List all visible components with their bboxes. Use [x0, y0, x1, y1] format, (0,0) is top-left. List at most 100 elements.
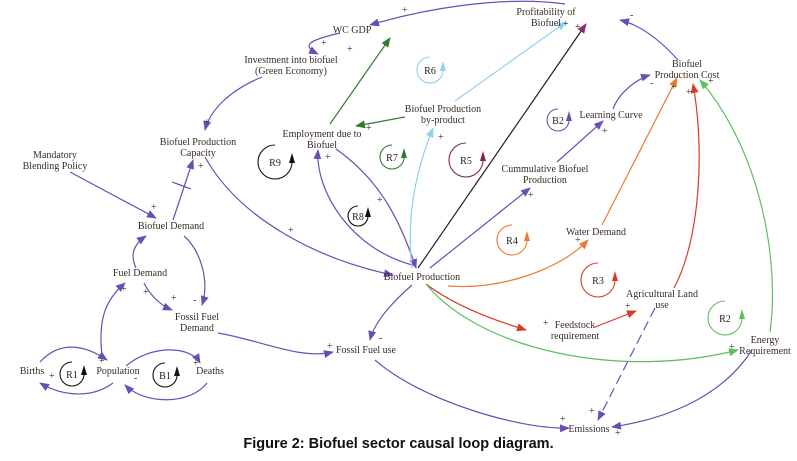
link-agricultural-land-to-production-cost: [673, 83, 700, 289]
polarity-sign: -: [379, 333, 382, 344]
polarity-sign: +: [171, 293, 177, 304]
link-employment-to-biofuel-production: [335, 148, 417, 269]
node-births: Births: [20, 366, 45, 377]
loop-arrow-icon: [612, 271, 618, 281]
loop-marker-r8: R8: [347, 205, 371, 227]
link-production-capacity-to-biofuel-production: [204, 156, 394, 278]
polarity-sign: +: [325, 152, 331, 163]
link-fossil-fuel-use-to-emissions: [374, 359, 570, 433]
link-water-demand-to-production-cost: [601, 77, 678, 226]
link-population-to-deaths: [125, 349, 201, 367]
loop-label: R8: [352, 212, 364, 223]
node-deaths: Deaths: [196, 366, 224, 377]
node-fuel-demand: Fuel Demand: [113, 268, 167, 279]
node-label-line: Births: [20, 366, 45, 377]
polarity-sign: +: [49, 371, 55, 382]
polarity-sign: +: [347, 44, 353, 55]
link-biofuel-production-to-fossil-fuel-use: [368, 284, 413, 341]
node-label-line: use: [655, 300, 669, 311]
loop-arrow-icon: [739, 309, 745, 319]
node-label-line: Biofuel: [307, 140, 337, 151]
loop-arc: [416, 56, 444, 84]
link-biofuel-production-to-byproduct: [409, 127, 434, 269]
loop-label: R1: [66, 370, 78, 381]
polarity-sign: +: [528, 190, 534, 201]
loop-arrow-icon: [289, 153, 295, 163]
link-fuel-demand-to-fossil-fuel-demand: [143, 282, 173, 311]
node-label-line: Employment due to: [283, 129, 362, 140]
link-learning-curve-to-production-cost: [612, 73, 651, 110]
node-label-line: Agricultural Land: [626, 289, 698, 300]
loop-marker-r7: R7: [379, 144, 407, 170]
link-fuel-demand-to-biofuel-demand: [132, 235, 147, 269]
polarity-sign: +: [543, 318, 549, 329]
polarity-sign: +: [327, 341, 333, 352]
link-energy-requirement-to-production-cost: [699, 79, 774, 333]
polarity-sign: +: [615, 428, 621, 439]
polarity-sign: +: [563, 19, 569, 30]
loop-marker-b2: B2: [546, 108, 572, 132]
link-byproduct-to-profitability: [454, 21, 567, 102]
link-byproduct-to-employment: [355, 116, 406, 129]
node-biofuel-demand: Biofuel Demand: [138, 221, 204, 232]
loop-arrow-icon: [566, 111, 572, 121]
link-biofuel-production-to-profitability: [417, 23, 587, 269]
loop-arc: [152, 362, 178, 388]
node-label-line: requirement: [551, 331, 600, 342]
node-label-line: by-product: [421, 115, 465, 126]
polarity-sign: +: [575, 22, 581, 33]
loop-arc: [580, 262, 616, 298]
loop-arrow-icon: [174, 366, 180, 376]
loop-marker-r3: R3: [580, 262, 618, 298]
link-fossil-fuel-demand-to-fossil-fuel-use: [217, 332, 334, 359]
node-label-line: Production: [523, 175, 567, 186]
node-fossil-fuel-use: Fossil Fuel use: [336, 345, 397, 356]
polarity-sign: +: [377, 195, 383, 206]
link-production-cost-to-profitability: [619, 18, 679, 61]
loop-marker-r5: R5: [448, 142, 486, 178]
loop-label: R4: [506, 236, 518, 247]
link-mandatory-policy-to-biofuel-demand: [69, 171, 157, 219]
loop-label: R7: [386, 153, 398, 164]
loop-label: R6: [424, 66, 436, 77]
polarity-sign: -: [134, 373, 137, 384]
figure-caption: Figure 2: Biofuel sector causal loop dia…: [243, 436, 554, 452]
node-label-line: Blending Policy: [23, 161, 88, 172]
link-births-to-population: [39, 346, 108, 363]
loop-arc: [347, 205, 369, 227]
loop-arc: [707, 300, 743, 336]
loop-marker-r1: R1: [59, 361, 87, 387]
polarity-sign: +: [121, 284, 127, 295]
node-label-line: Deaths: [196, 366, 224, 377]
polarity-sign: -: [630, 10, 633, 21]
node-label-line: Water Demand: [566, 227, 626, 238]
loop-label: R5: [460, 156, 472, 167]
polarity-signs-layer: +++++++++++++-++-++++++++++-+-++++++-: [49, 5, 735, 439]
link-wc-gdp-to-investment: [308, 32, 341, 55]
node-investment: Investment into biofuel(Green Economy): [244, 55, 338, 77]
polarity-sign: +: [321, 38, 327, 49]
polarity-sign: +: [366, 123, 372, 134]
node-label-line: Learning Curve: [579, 110, 643, 121]
polarity-sign: +: [193, 358, 199, 369]
loop-arc: [546, 108, 570, 132]
loop-marker-r4: R4: [496, 224, 530, 256]
polarity-sign: +: [560, 414, 566, 425]
link-biofuel-production-to-water-demand: [447, 239, 589, 288]
node-wc-gdp: WC GDP: [333, 25, 372, 36]
link-employment-to-wc-gdp: [329, 37, 391, 125]
node-label-line: Biofuel Production: [384, 272, 460, 283]
polarity-sign: -: [193, 295, 196, 306]
link-agricultural-land-to-emissions: [597, 307, 656, 421]
node-label-line: Feedstock: [555, 320, 596, 331]
node-label-line: Biofuel Demand: [138, 221, 204, 232]
node-label-line: Biofuel: [672, 59, 702, 70]
